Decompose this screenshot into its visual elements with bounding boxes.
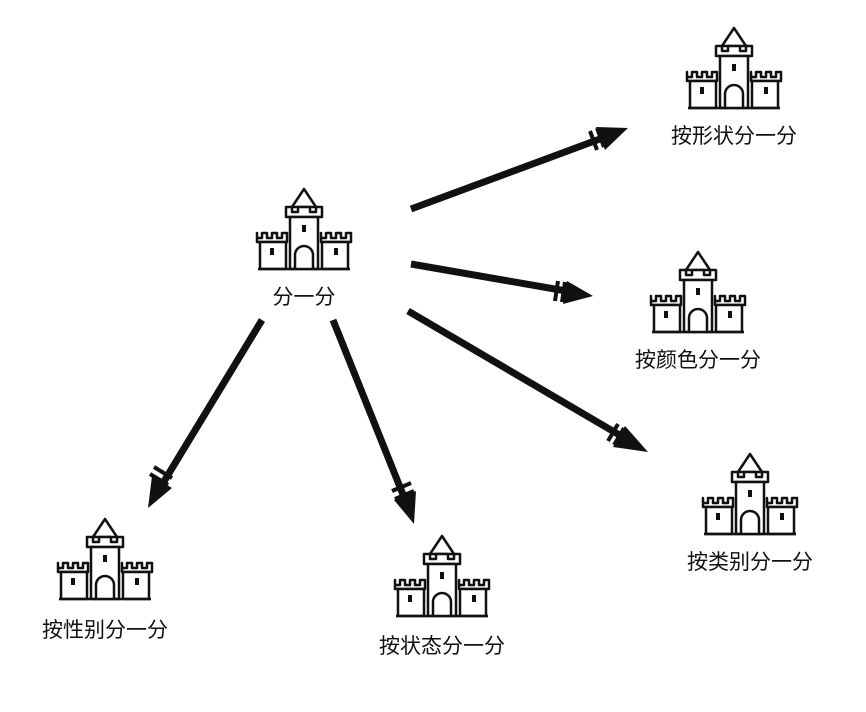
castle-icon [56, 517, 154, 601]
branch-label-shape: 按形状分一分 [671, 124, 797, 148]
center-node-label: 分一分 [272, 285, 336, 309]
branch-label-state: 按状态分一分 [379, 634, 505, 658]
castle-icon [255, 187, 353, 271]
branch-label-category: 按类别分一分 [687, 550, 813, 574]
connector-center-to-color [410, 260, 593, 304]
branch-label-gender: 按性别分一分 [42, 618, 168, 642]
connector-center-to-state [329, 318, 416, 524]
branch-label-color: 按颜色分一分 [635, 348, 761, 372]
connector-center-to-category [406, 307, 648, 452]
castle-icon [701, 452, 799, 536]
connector-center-to-shape [409, 127, 628, 213]
connector-center-to-gender [148, 318, 265, 508]
castle-icon [685, 26, 783, 110]
castle-icon [393, 534, 491, 618]
castle-icon [649, 250, 747, 334]
